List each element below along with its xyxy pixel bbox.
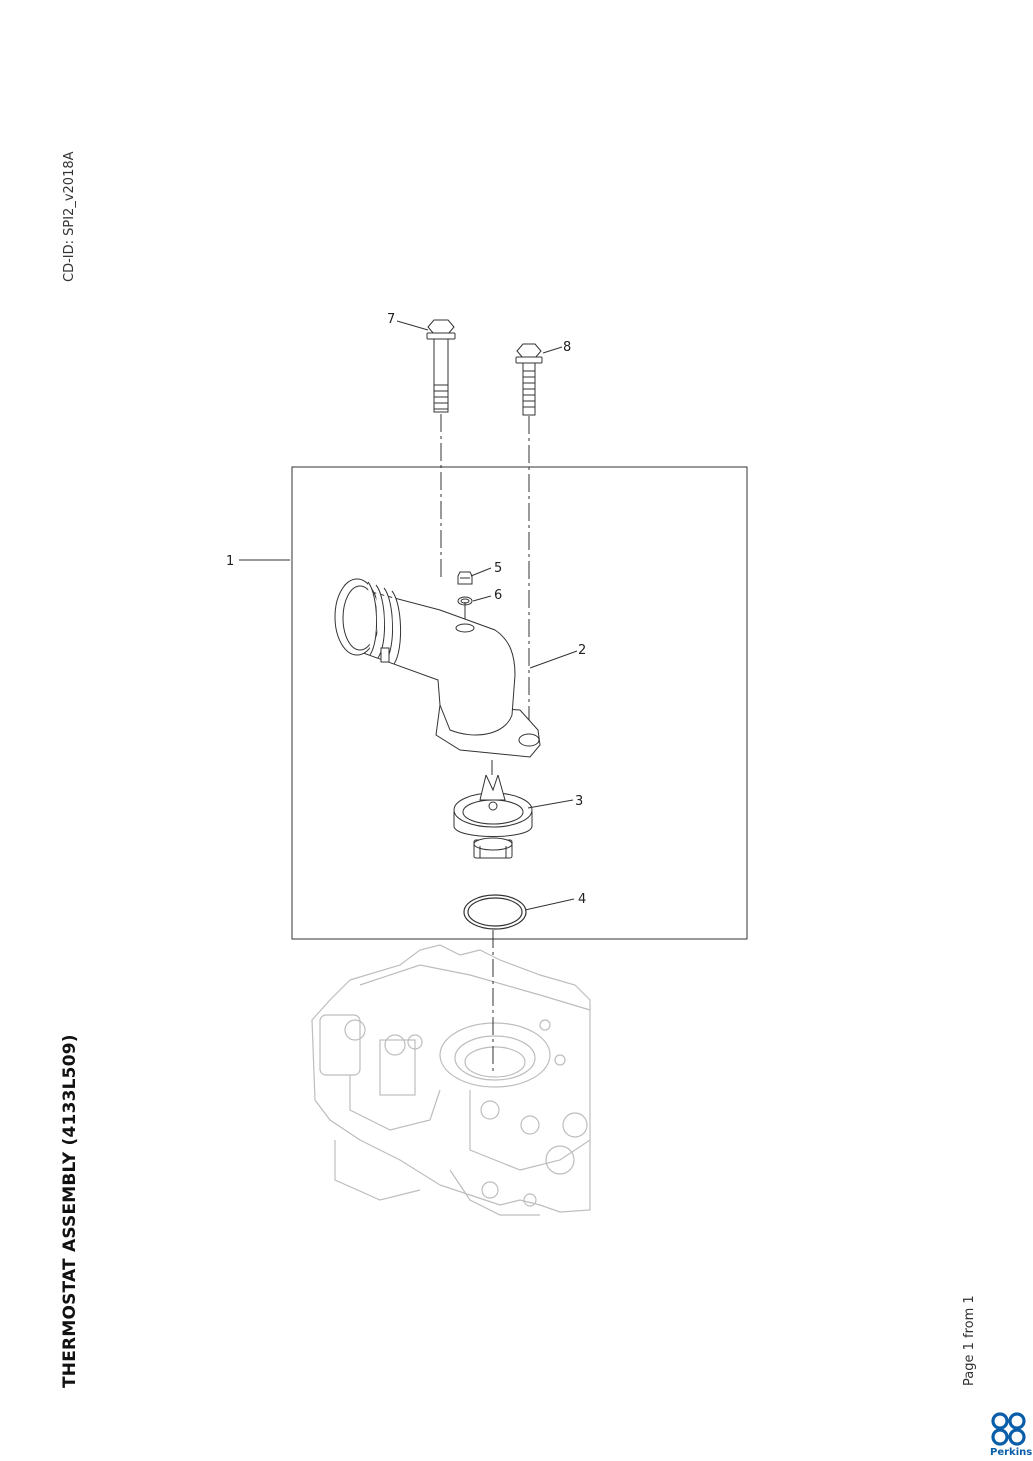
- washer-6: [457, 596, 473, 606]
- callout-3: 3: [575, 794, 583, 809]
- perkins-logo: [991, 1412, 1026, 1446]
- callout-2: 2: [578, 643, 586, 658]
- bolt-7: [426, 319, 456, 413]
- callout-6: 6: [494, 588, 502, 603]
- callout-1: 1: [226, 554, 234, 569]
- callout-labels: 1 2 3 4 5 6 7 8: [226, 312, 586, 907]
- assembly-boundary-box: [291, 466, 748, 940]
- brand-name: Perkins: [990, 1447, 1033, 1458]
- thermostat-3: [453, 774, 533, 859]
- center-lines: [440, 414, 530, 1075]
- callout-7: 7: [387, 312, 395, 327]
- o-ring-4: [463, 894, 527, 930]
- engine-block-illustration: [311, 944, 591, 1216]
- callout-4: 4: [578, 892, 586, 907]
- callout-5: 5: [494, 561, 502, 576]
- callout-8: 8: [563, 340, 571, 355]
- bolt-8: [515, 343, 543, 416]
- plug-5: [457, 571, 473, 585]
- leader-lines: [239, 320, 578, 911]
- thermostat-housing-2: [334, 578, 541, 758]
